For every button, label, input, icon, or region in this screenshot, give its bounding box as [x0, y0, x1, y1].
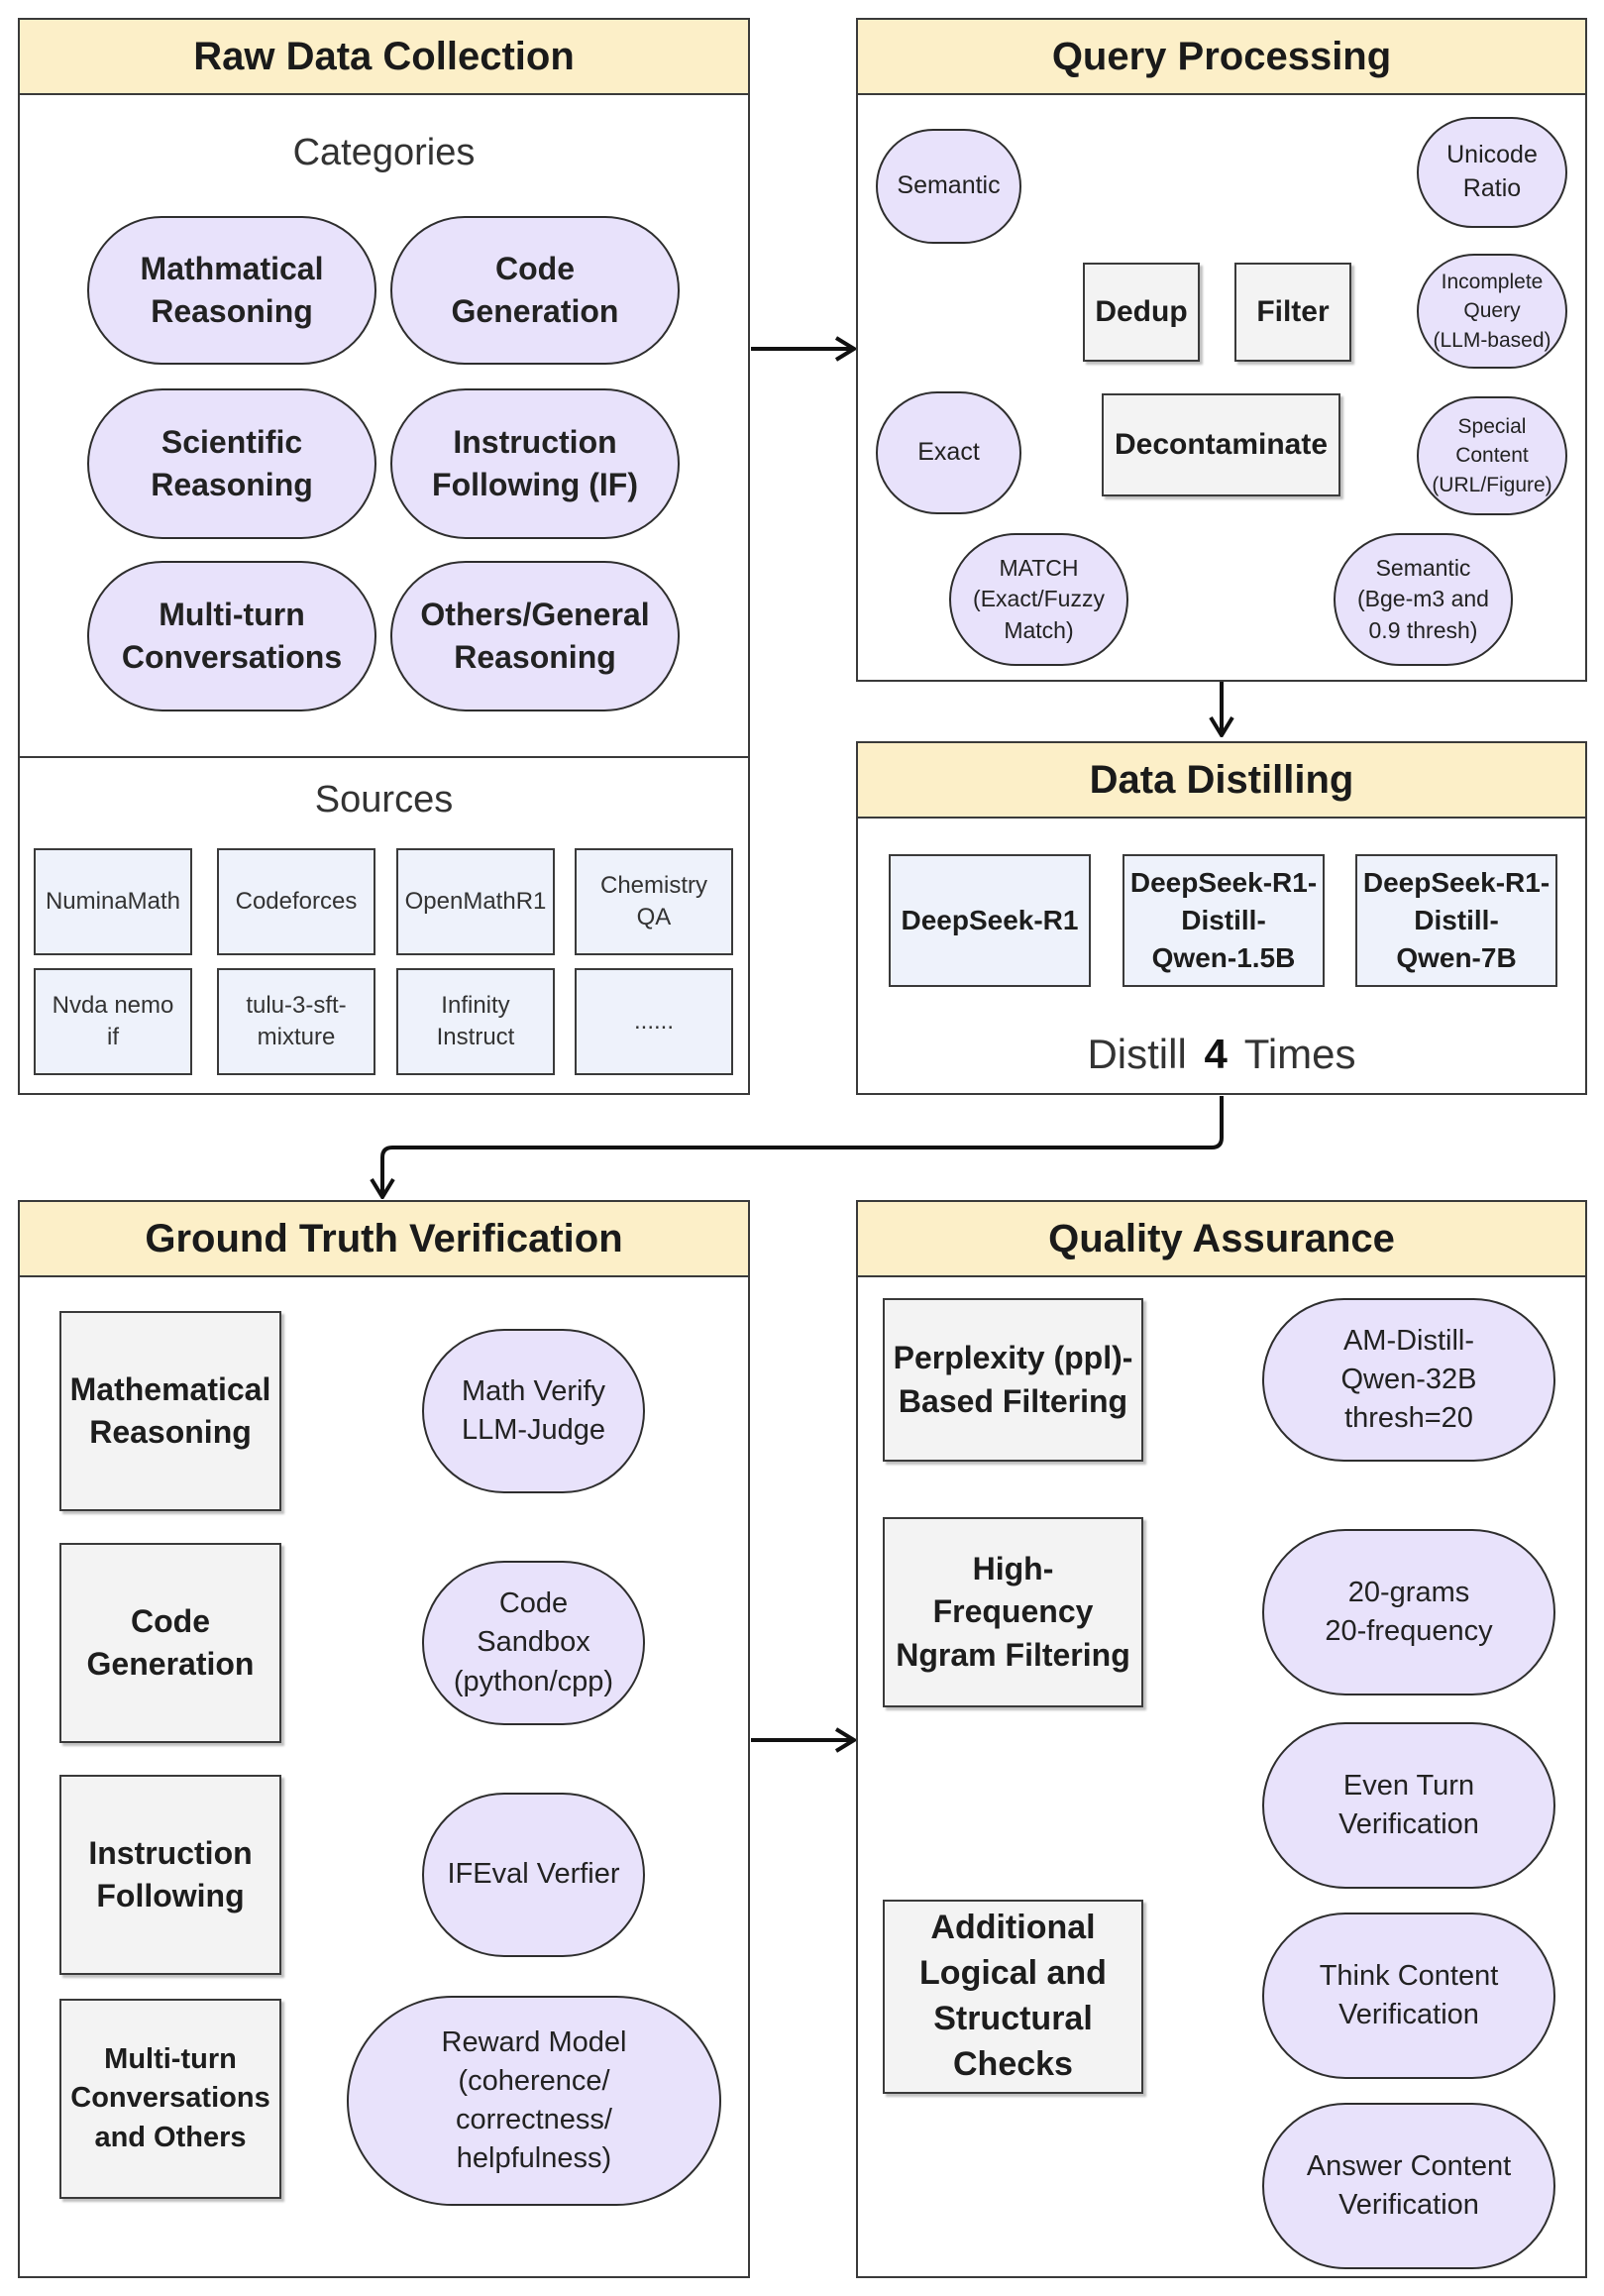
- ground-truth-title: Ground Truth Verification: [20, 1202, 748, 1277]
- special-content-node: Special Content (URL/Figure): [1417, 396, 1567, 515]
- qa-additional-checks: Additional Logical and Structural Checks: [883, 1900, 1143, 2094]
- exact-dedup-node: Exact: [876, 391, 1021, 514]
- qa-ngram-filter: High- Frequency Ngram Filtering: [883, 1517, 1143, 1707]
- decontaminate-box: Decontaminate: [1102, 393, 1340, 496]
- gt-task-code: Code Generation: [59, 1543, 281, 1743]
- source-infinity-instruct: Infinity Instruct: [396, 968, 555, 1075]
- qa-think-content-verification: Think Content Verification: [1262, 1913, 1555, 2079]
- source-tulu-3-sft-mixture: tulu-3-sft- mixture: [217, 968, 375, 1075]
- dedup-box: Dedup: [1083, 263, 1200, 362]
- categories-label: Categories: [292, 132, 476, 173]
- unicode-ratio-node: Unicode Ratio: [1417, 117, 1567, 228]
- source-codeforces: Codeforces: [217, 848, 375, 955]
- category-instruction-following: Instruction Following (IF): [390, 388, 680, 539]
- gt-task-instruction: Instruction Following: [59, 1775, 281, 1975]
- model-deepseek-r1-distill-qwen-1-5b: DeepSeek-R1- Distill- Qwen-1.5B: [1123, 854, 1325, 987]
- qa-ppl-filter: Perplexity (ppl)- Based Filtering: [883, 1298, 1143, 1462]
- raw-data-collection-panel: Raw Data Collection: [18, 18, 750, 1095]
- query-processing-title: Query Processing: [858, 20, 1585, 95]
- source-numinamath: NuminaMath: [34, 848, 192, 955]
- qa-ngram-method: 20-grams 20-frequency: [1262, 1529, 1555, 1695]
- arrow-distill-to-truth: [382, 1096, 1224, 1197]
- distill-times-label: Distill 4 Times: [856, 1031, 1587, 1078]
- match-node: MATCH (Exact/Fuzzy Match): [949, 533, 1128, 666]
- qa-ppl-method: AM-Distill- Qwen-32B thresh=20: [1262, 1298, 1555, 1462]
- model-deepseek-r1: DeepSeek-R1: [889, 854, 1091, 987]
- semantic-bge-node: Semantic (Bge-m3 and 0.9 thresh): [1334, 533, 1513, 666]
- category-multi-turn-conversations: Multi-turn Conversations: [87, 561, 376, 711]
- categories-sources-divider: [18, 756, 750, 758]
- gt-method-instruction: IFEval Verfier: [422, 1793, 645, 1957]
- data-distilling-title: Data Distilling: [858, 743, 1585, 819]
- category-code-generation: Code Generation: [390, 216, 680, 365]
- gt-method-math: Math Verify LLM-Judge: [422, 1329, 645, 1493]
- distill-count: 4: [1204, 1031, 1228, 1077]
- raw-data-collection-title: Raw Data Collection: [20, 20, 748, 95]
- model-deepseek-r1-distill-qwen-7b: DeepSeek-R1- Distill- Qwen-7B: [1355, 854, 1557, 987]
- source-openmathr1: OpenMathR1: [396, 848, 555, 955]
- gt-task-multi-turn: Multi-turn Conversations and Others: [59, 1999, 281, 2199]
- sources-label: Sources: [314, 779, 454, 820]
- gt-method-code: Code Sandbox (python/cpp): [422, 1561, 645, 1725]
- source-more: ......: [575, 968, 733, 1075]
- qa-even-turn-verification: Even Turn Verification: [1262, 1722, 1555, 1889]
- distill-suffix: Times: [1243, 1031, 1356, 1077]
- semantic-dedup-node: Semantic: [876, 129, 1021, 244]
- category-others-general-reasoning: Others/General Reasoning: [390, 561, 680, 711]
- filter-box: Filter: [1234, 263, 1351, 362]
- source-nvda-nemo-if: Nvda nemo if: [34, 968, 192, 1075]
- distill-prefix: Distill: [1087, 1031, 1187, 1077]
- category-scientific-reasoning: Scientific Reasoning: [87, 388, 376, 539]
- quality-assurance-title: Quality Assurance: [858, 1202, 1585, 1277]
- qa-answer-content-verification: Answer Content Verification: [1262, 2103, 1555, 2269]
- gt-task-math: Mathematical Reasoning: [59, 1311, 281, 1511]
- gt-method-reward-model: Reward Model (coherence/ correctness/ he…: [347, 1996, 721, 2206]
- category-mathematical-reasoning: Mathmatical Reasoning: [87, 216, 376, 365]
- source-chemistry-qa: Chemistry QA: [575, 848, 733, 955]
- incomplete-query-node: Incomplete Query (LLM-based): [1417, 254, 1567, 369]
